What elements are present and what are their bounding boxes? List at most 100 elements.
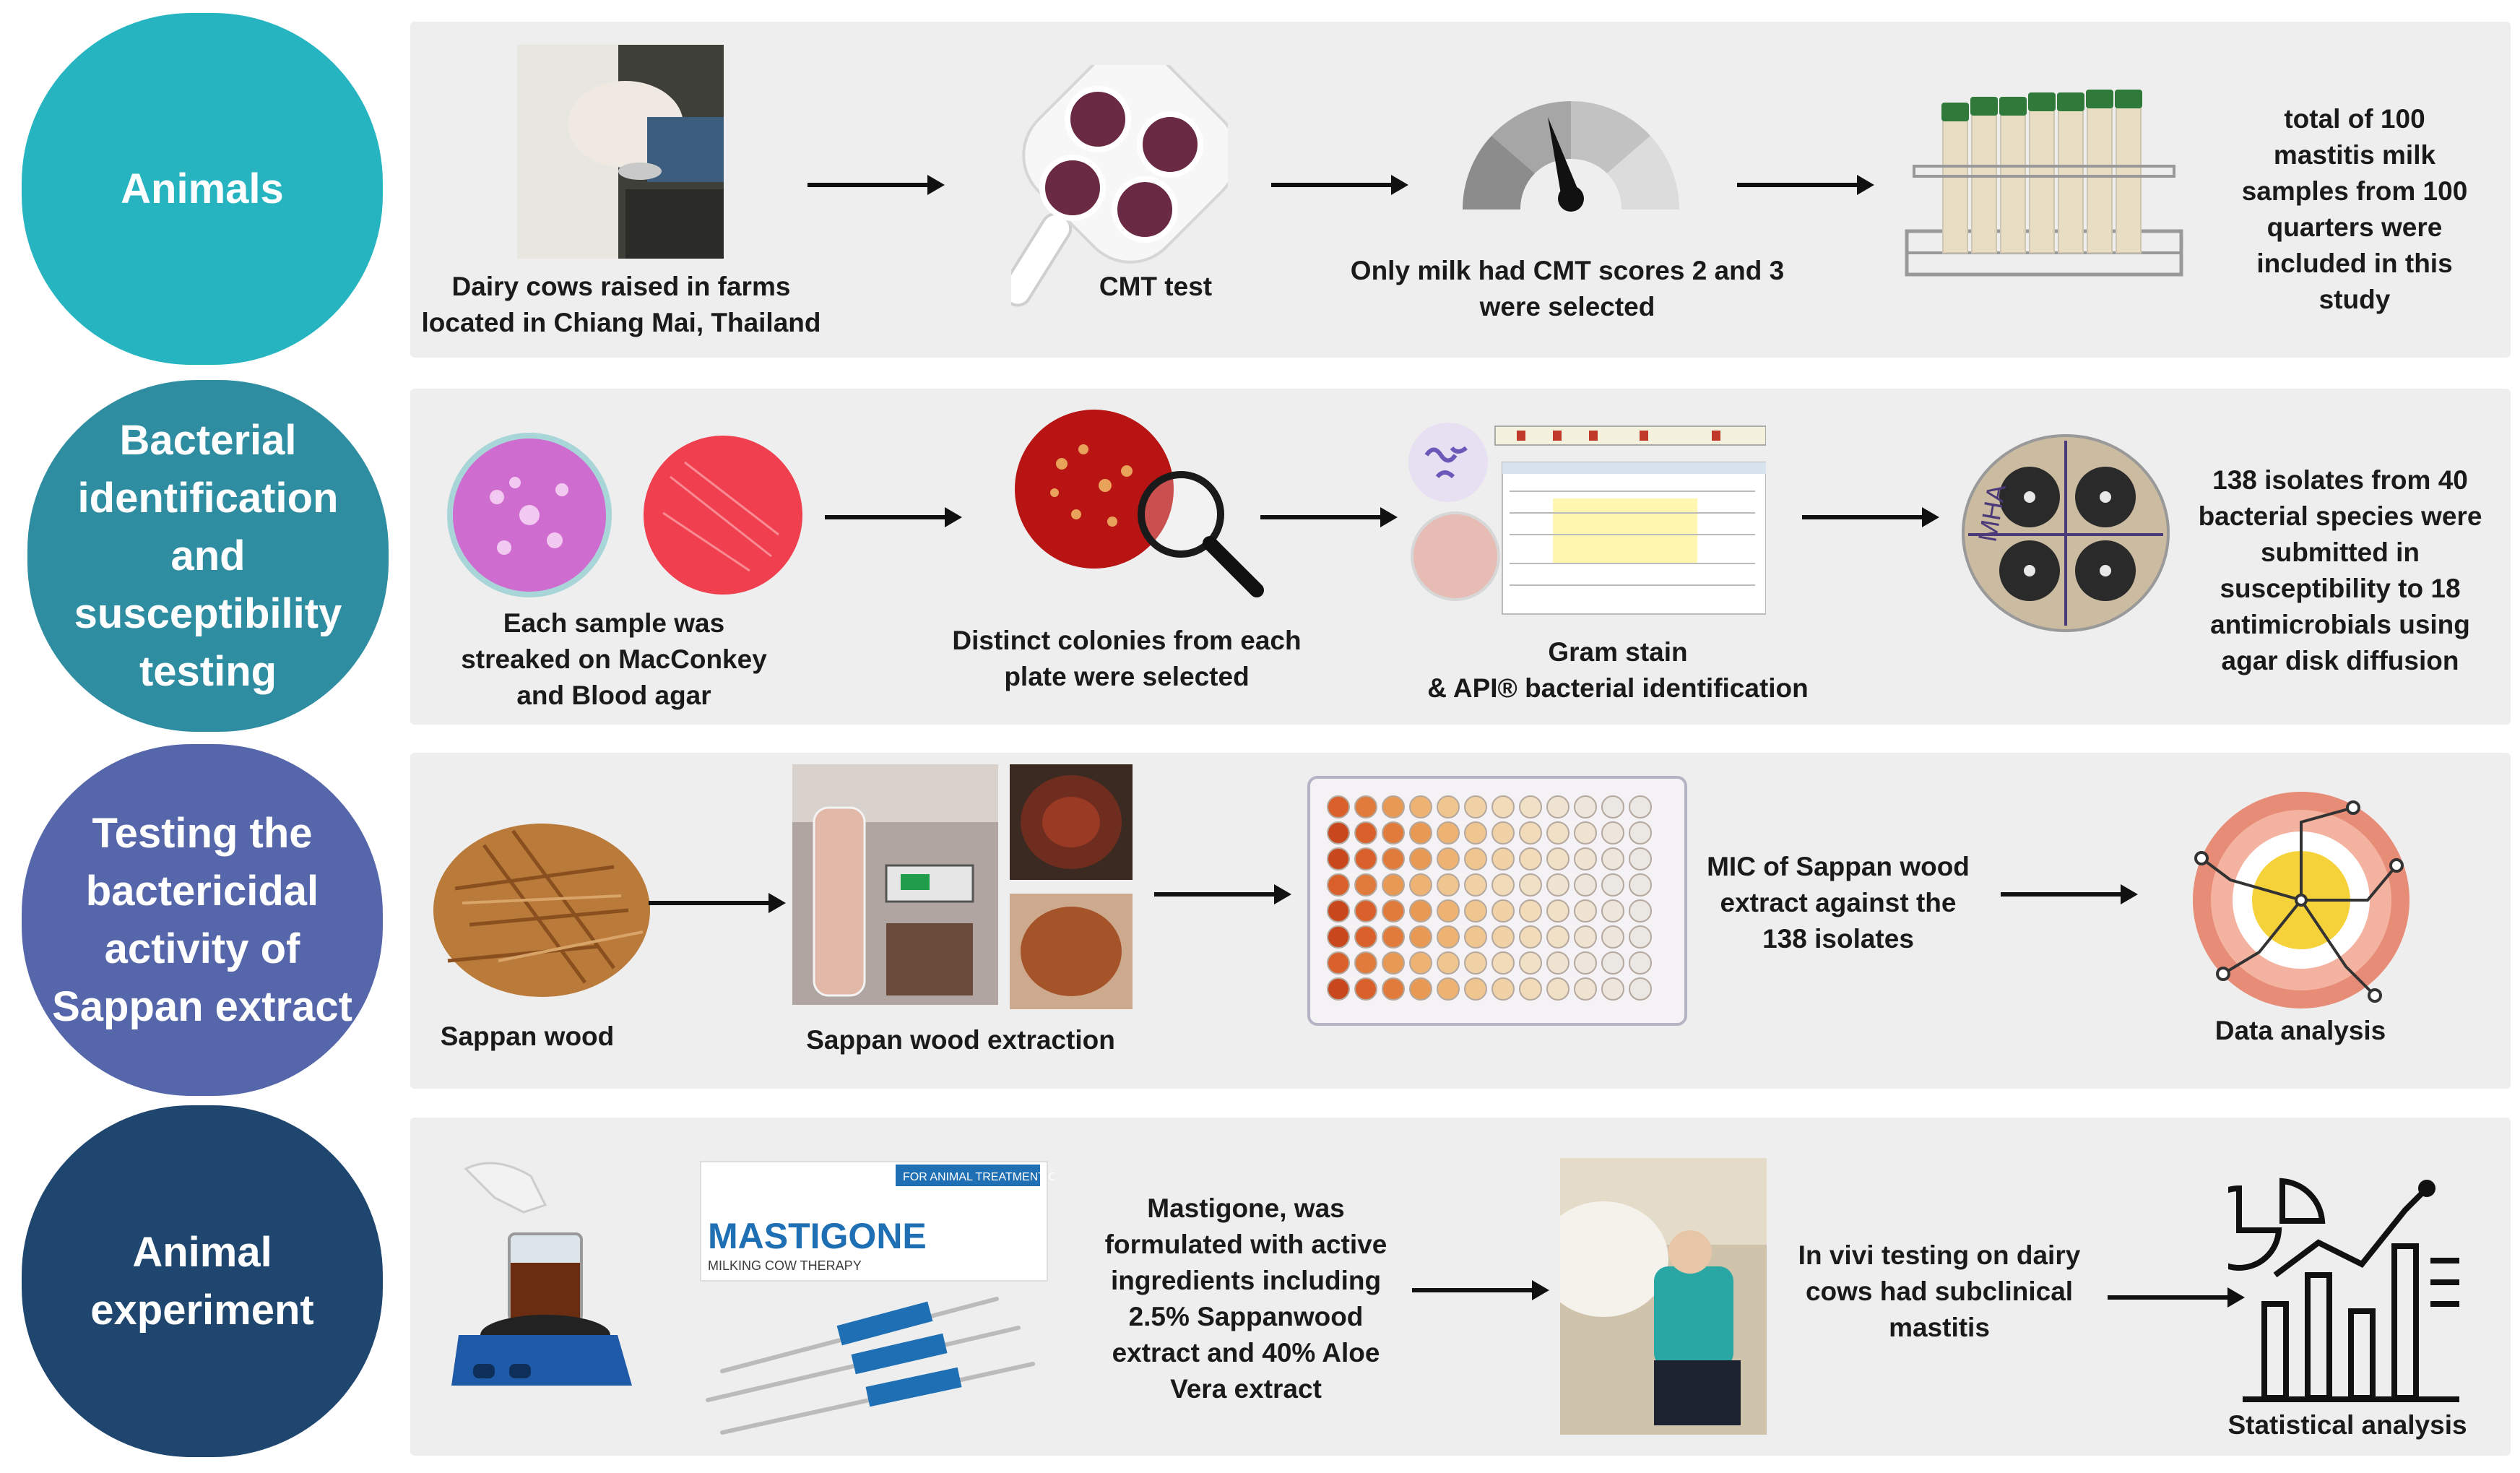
microplate-well	[1546, 821, 1569, 845]
microplate-well	[1519, 795, 1542, 818]
microplate-well	[1574, 951, 1597, 975]
extract-bowl-photo	[1010, 764, 1133, 880]
microplate-well	[1546, 795, 1569, 818]
microplate-well	[1629, 951, 1652, 975]
microplate-well	[1491, 821, 1515, 845]
data-analysis-icon	[2180, 779, 2422, 1021]
arrow-right-icon	[807, 172, 945, 198]
microplate-well	[1437, 899, 1460, 923]
gram-stain-api-screenshot	[1408, 419, 1766, 618]
microplate-well	[1601, 899, 1624, 923]
row-panel-animals	[410, 22, 2511, 358]
caption-cmt-scores: Only milk had CMT scores 2 and 3 were se…	[1350, 256, 1785, 321]
caption-mastigone: Mastigone, was formulated with active in…	[1104, 1193, 1387, 1404]
microplate-well	[1382, 925, 1405, 949]
microplate-well	[1491, 847, 1515, 871]
microplate-well	[1464, 899, 1487, 923]
microplate-well	[1409, 795, 1432, 818]
extract-powder-photo	[1010, 894, 1133, 1009]
microplate-well	[1629, 795, 1652, 818]
microplate-well	[1464, 795, 1487, 818]
microplate-well	[1519, 977, 1542, 1001]
microplate-well	[1382, 951, 1405, 975]
microplate-well	[1464, 951, 1487, 975]
extraction-apparatus-photo	[792, 764, 998, 1005]
disk-diffusion-plate: MHA	[1961, 433, 2170, 633]
microplate-well	[1491, 873, 1515, 897]
row-label-bacterial-identification: Bacterial identification and susceptibil…	[27, 380, 389, 732]
microplate-well	[1546, 925, 1569, 949]
caption-sappan-extraction: Sappan wood extraction	[806, 1025, 1115, 1055]
microplate-well	[1601, 925, 1624, 949]
microplate-well	[1382, 899, 1405, 923]
microplate-well	[1327, 847, 1350, 871]
microplate-well	[1574, 977, 1597, 1001]
microplate-well	[1519, 899, 1542, 923]
caption-mic: MIC of Sappan wood extract against the 1…	[1707, 852, 1970, 954]
blood-agar-plate	[641, 433, 805, 597]
microplate-well	[1327, 977, 1350, 1001]
microplate-well	[1354, 847, 1377, 871]
microplate-well	[1601, 873, 1624, 897]
microplate-well	[1546, 977, 1569, 1001]
caption-cmt-test: CMT test	[1099, 272, 1213, 301]
microplate-well	[1409, 925, 1432, 949]
microplate-well	[1519, 951, 1542, 975]
microplate-well	[1437, 925, 1460, 949]
microplate-well	[1601, 821, 1624, 845]
microplate-well	[1519, 925, 1542, 949]
microplate-well	[1327, 873, 1350, 897]
microplate-well	[1437, 977, 1460, 1001]
microplate-photo	[1306, 774, 1689, 1027]
microplate-well	[1629, 873, 1652, 897]
microplate-well	[1491, 951, 1515, 975]
microplate-well	[1327, 899, 1350, 923]
microplate-well	[1491, 795, 1515, 818]
microplate-well	[1574, 795, 1597, 818]
microplate-well	[1382, 821, 1405, 845]
microplate-well	[1629, 925, 1652, 949]
arrow-right-icon	[649, 890, 786, 916]
microplate-well	[1409, 951, 1432, 975]
caption-gram-stain: Gram stain & API® bacterial identificati…	[1427, 637, 1809, 703]
microplate-well	[1327, 821, 1350, 845]
arrow-right-icon	[1260, 504, 1398, 530]
microplate-well	[1464, 821, 1487, 845]
microplate-well	[1519, 847, 1542, 871]
microplate-well	[1629, 899, 1652, 923]
microplate-well	[1601, 847, 1624, 871]
arrow-right-icon	[2001, 881, 2138, 907]
caption-data-analysis: Data analysis	[2214, 1016, 2386, 1045]
microplate-well	[1601, 951, 1624, 975]
microplate-well	[1574, 873, 1597, 897]
caption-138-isolates: 138 isolates from 40 bacterial species w…	[2198, 465, 2482, 675]
arrow-right-icon	[1412, 1277, 1549, 1303]
microplate-well	[1354, 951, 1377, 975]
microplate-well	[1546, 847, 1569, 871]
microplate-well	[1354, 925, 1377, 949]
arrow-right-icon	[1271, 172, 1408, 198]
microplate-well	[1382, 977, 1405, 1001]
microplate-well	[1546, 951, 1569, 975]
microplate-well	[1491, 977, 1515, 1001]
microplate-well	[1437, 951, 1460, 975]
microplate-well	[1437, 795, 1460, 818]
microplate-well	[1409, 899, 1432, 923]
gauge-icon	[1455, 87, 1687, 217]
microplate-well	[1437, 847, 1460, 871]
caption-streaked: Each sample was streaked on MacConkey an…	[461, 608, 767, 710]
microplate-well	[1327, 795, 1350, 818]
microplate-well	[1491, 925, 1515, 949]
microplate-well	[1601, 977, 1624, 1001]
microplate-well	[1629, 847, 1652, 871]
macconkey-agar-plate	[446, 432, 612, 598]
cow-milking-photo	[517, 45, 724, 259]
microplate-well	[1546, 873, 1569, 897]
microplate-well	[1574, 821, 1597, 845]
microplate-well	[1354, 977, 1377, 1001]
arrow-right-icon	[1802, 504, 1939, 530]
in-vivo-testing-photo	[1560, 1158, 1767, 1435]
microplate-well	[1382, 873, 1405, 897]
row-label-bactericidal-activity: Testing the bactericidal activity of Sap…	[22, 744, 383, 1096]
arrow-right-icon	[2108, 1284, 2245, 1310]
